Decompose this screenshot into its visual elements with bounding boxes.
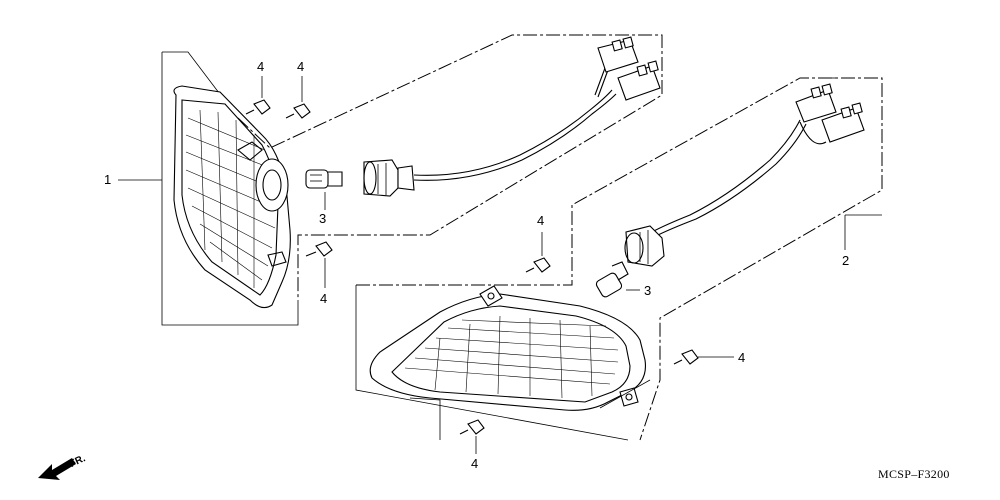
left-lens-grid — [185, 109, 276, 288]
right-socket — [624, 225, 665, 267]
left-dash-outline — [237, 34, 663, 300]
right-headlight-group — [355, 77, 883, 454]
right-bulb — [595, 261, 629, 298]
right-harness-wire-2 — [655, 123, 807, 237]
callout-4-left-lower: 4 — [320, 291, 328, 306]
left-connector-upper — [597, 36, 639, 73]
right-dash-outline — [356, 77, 883, 441]
right-headlight-housing — [369, 293, 647, 411]
callout-3-right: 3 — [644, 283, 652, 298]
screw-right-side — [673, 349, 699, 365]
screw-left-lower — [305, 241, 333, 257]
callout-4-bottom: 4 — [471, 456, 479, 471]
bracket-line-left — [161, 52, 299, 326]
left-harness-wire-1 — [413, 89, 613, 176]
screw-top-left-2 — [285, 103, 311, 119]
screw-bottom — [459, 419, 485, 435]
left-socket-boss — [255, 158, 289, 212]
right-headlight-lens — [391, 305, 631, 403]
right-connector-upper — [795, 83, 837, 123]
left-connector-lower — [617, 60, 661, 101]
left-headlight-group — [118, 34, 663, 326]
right-mount-tab-top — [479, 285, 503, 307]
right-mount-tab-side — [619, 387, 639, 407]
front-direction-arrow — [38, 458, 76, 480]
callout-1: 1 — [104, 172, 112, 187]
screw-right-top — [525, 257, 551, 273]
left-mount-tab — [237, 141, 263, 161]
callout-3-left: 3 — [319, 211, 327, 226]
left-mount-tab-lower — [267, 251, 287, 267]
right-frame-line — [355, 285, 629, 441]
callout-2: 2 — [842, 253, 850, 268]
left-bulb — [305, 169, 343, 189]
left-socket — [363, 159, 415, 197]
right-harness-wire-1 — [651, 119, 801, 233]
diagram-code: MCSP–F3200 — [878, 467, 950, 481]
screw-top-left-1 — [245, 99, 271, 115]
right-connector-lower — [821, 102, 865, 143]
callout-4-right-side: 4 — [738, 350, 746, 365]
right-lens-grid — [404, 315, 619, 399]
callout-4-top-second: 4 — [297, 59, 305, 74]
callout-4-right-top: 4 — [537, 213, 545, 228]
callout-4-top-left: 4 — [257, 59, 265, 74]
left-harness-wire-2 — [413, 93, 617, 181]
